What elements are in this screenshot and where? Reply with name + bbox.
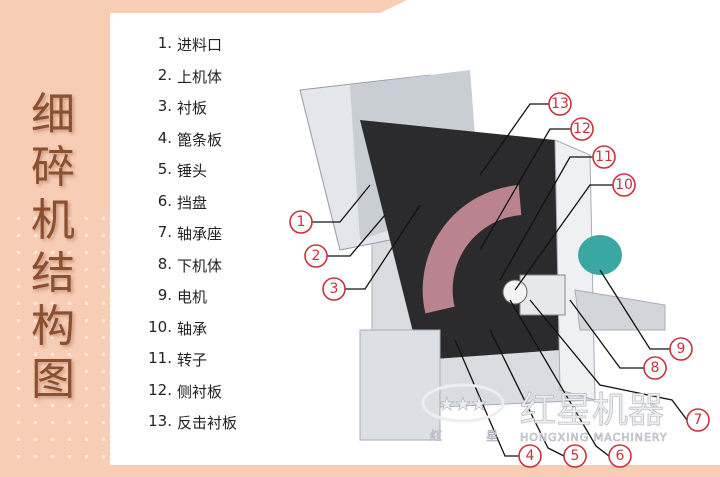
watermark-emblem-left: 红 — [430, 428, 442, 443]
part-item: 12. 侧衬板 — [138, 381, 237, 413]
star-icon: ★★★ — [439, 394, 487, 415]
machine-illustration — [299, 70, 666, 441]
part-item: 7. 轴承座 — [138, 223, 237, 255]
part-item: 8. 下机体 — [138, 255, 237, 287]
part-label: 轴承 — [177, 319, 208, 338]
callout-12: 12 — [570, 117, 594, 141]
callout-number: 10 — [615, 177, 633, 193]
part-item: 4. 篦条板 — [138, 129, 237, 161]
part-label: 侧衬板 — [177, 382, 223, 401]
callout-circle — [518, 444, 542, 468]
part-label: 轴承座 — [177, 225, 223, 243]
callout-11: 11 — [592, 145, 616, 169]
callout-circle — [608, 444, 632, 468]
callout-8: 8 — [643, 356, 667, 380]
callout-1: 1 — [289, 210, 313, 234]
callout-number: 3 — [330, 281, 339, 297]
callout-number: 11 — [595, 149, 613, 165]
part-number: 12. — [148, 380, 172, 399]
part-number: 4. — [157, 128, 172, 147]
part-item: 1. 进料口 — [138, 34, 237, 66]
part-item: 2. 上机体 — [138, 66, 237, 98]
part-number: 8. — [157, 254, 172, 273]
part-label: 上机体 — [177, 67, 223, 86]
part-item: 6. 挡盘 — [138, 192, 237, 224]
part-number: 2. — [157, 65, 172, 84]
part-item: 13. 反击衬板 — [138, 412, 237, 444]
callout-10: 10 — [612, 173, 636, 197]
callout-2: 2 — [304, 244, 328, 268]
part-number: 10. — [148, 317, 172, 336]
callout-circle — [563, 444, 587, 468]
part-label: 篦条板 — [177, 130, 223, 149]
callout-circle — [570, 117, 594, 141]
callout-circle — [592, 145, 616, 169]
callout-circle — [669, 337, 693, 361]
callout-13: 13 — [548, 92, 572, 116]
callout-circle — [548, 92, 572, 116]
callout-number: 1 — [297, 214, 306, 230]
callout-circle — [643, 356, 667, 380]
part-number: 11. — [148, 349, 172, 367]
part-label: 衬板 — [177, 99, 208, 117]
top-strip — [380, 0, 720, 13]
callout-9: 9 — [669, 337, 693, 361]
leg — [359, 329, 441, 441]
watermark: ★★★ 红 星 红星机器 HONGXING MACHINERY — [421, 383, 668, 444]
watermark-emblem-right: 星 — [486, 429, 498, 443]
part-label: 转子 — [177, 351, 208, 369]
callout-number: 13 — [551, 96, 569, 112]
callout-number: 8 — [651, 360, 660, 376]
part-label: 下机体 — [177, 256, 223, 275]
callout-number: 9 — [677, 341, 686, 357]
callout-number: 7 — [694, 412, 703, 428]
part-number: 7. — [157, 223, 172, 241]
part-number: 13. — [148, 412, 172, 430]
watermark-sub: HONGXING MACHINERY — [520, 431, 668, 444]
callout-4: 4 — [518, 444, 542, 468]
parts-list: 1. 进料口 2. 上机体 3. 衬板 4. 篦条板 5. 锤头 6. 挡盘 7. 轴承座 8. 下机体 9. 电… — [138, 34, 237, 444]
callout-number: 6 — [616, 448, 625, 464]
part-number: 5. — [157, 160, 172, 178]
callout-5: 5 — [563, 444, 587, 468]
part-item: 3. 衬板 — [138, 97, 237, 129]
part-label: 进料口 — [177, 36, 223, 54]
part-number: 9. — [157, 286, 172, 304]
callout-6: 6 — [608, 444, 632, 468]
watermark-brand: 红星机器 — [520, 390, 664, 431]
callout-circle — [686, 408, 710, 432]
part-item: 11. 转子 — [138, 349, 237, 381]
part-number: 3. — [157, 97, 172, 115]
callout-number: 5 — [571, 448, 580, 464]
callout-circle — [612, 173, 636, 197]
part-label: 反击衬板 — [177, 414, 238, 432]
callout-circle — [322, 277, 346, 301]
leader-lines — [312, 103, 688, 457]
part-item: 10. 轴承 — [138, 318, 237, 350]
callout-3: 3 — [322, 277, 346, 301]
callout-circle — [304, 244, 328, 268]
part-number: 1. — [157, 34, 172, 52]
motor — [578, 235, 622, 275]
callout-number: 12 — [573, 121, 591, 137]
page-title: 细碎机结构图 — [31, 89, 75, 405]
part-number: 6. — [157, 191, 172, 210]
grate-plate — [422, 185, 522, 314]
part-label: 挡盘 — [177, 193, 208, 212]
callout-number: 4 — [526, 448, 535, 464]
part-item: 5. 锤头 — [138, 160, 237, 192]
bearing-seat — [519, 274, 566, 316]
motor-base — [574, 289, 666, 331]
part-label: 锤头 — [177, 162, 208, 180]
part-item: 9. 电机 — [138, 286, 237, 318]
callout-7: 7 — [686, 408, 710, 432]
shaft — [502, 279, 528, 305]
callout-number: 2 — [312, 248, 321, 264]
callout-circle — [289, 210, 313, 234]
dot-pattern — [10, 210, 105, 470]
part-label: 电机 — [177, 288, 208, 306]
